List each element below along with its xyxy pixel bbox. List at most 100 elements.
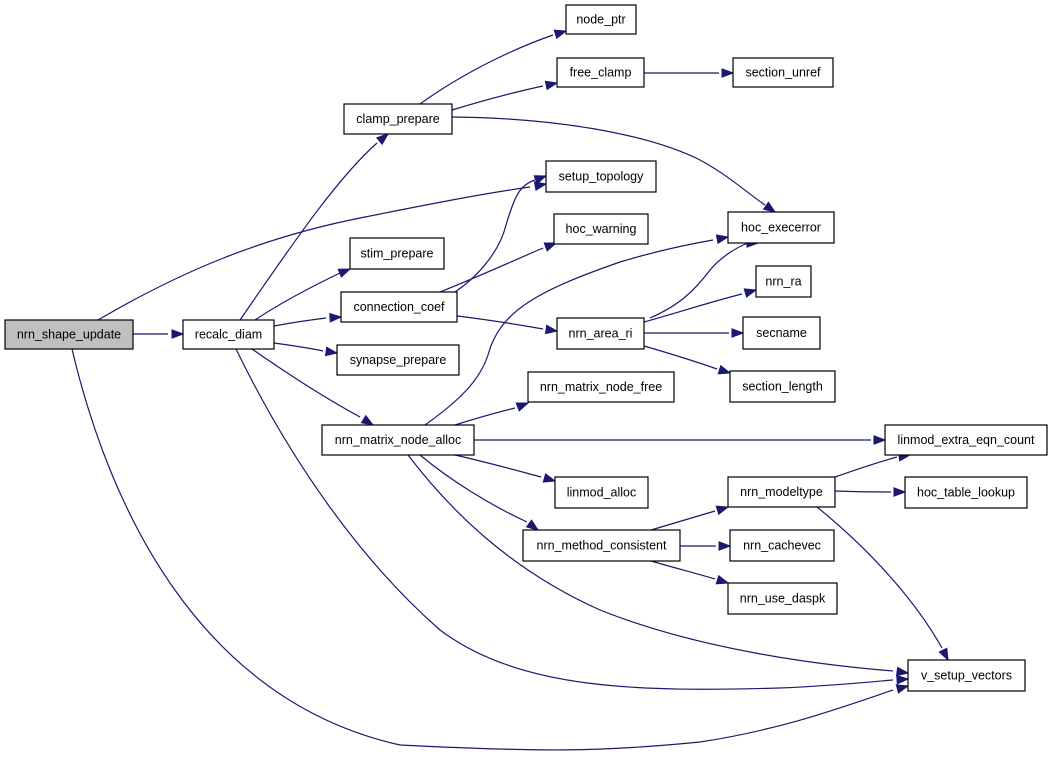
edge-line [273,317,327,327]
node-connection-coef[interactable]: connection_coef [340,291,458,323]
node-nrn-matrix-node-free[interactable]: nrn_matrix_node_free [527,371,675,403]
edge-line [834,456,898,478]
edge-line [419,34,554,105]
arrowhead [533,181,548,191]
arrowhead [895,666,910,677]
edge-nrn-method-consistent-to-nrn-cachevec [680,541,732,551]
node-label: recalc_diam [195,328,262,342]
node-synapse-prepare[interactable]: synapse_prepare [336,344,460,376]
node-linmod-alloc[interactable]: linmod_alloc [554,476,649,509]
edge-nrn-area-ri-to-section-length [643,345,732,375]
node-nrn-use-daspk[interactable]: nrn_use_daspk [727,582,838,615]
node-linmod-extra-eqn-count[interactable]: linmod_extra_eqn_count [884,424,1048,456]
edge-line [424,239,714,426]
node-nrn-cachevec[interactable]: nrn_cachevec [729,529,835,562]
arrowhead [721,68,735,78]
edge-line [239,142,378,321]
node-hoc-execerror[interactable]: hoc_execerror [727,211,835,244]
arrowhead [544,324,559,335]
edge-line [251,348,361,418]
node-hoc-table-lookup[interactable]: hoc_table_lookup [904,476,1028,509]
node-node-ptr[interactable]: node_ptr [565,4,637,35]
arrowhead [533,175,548,185]
node-label: nrn_matrix_node_free [540,380,662,394]
edge-line [649,242,749,319]
node-box [904,476,1028,509]
edge-line [643,345,718,370]
node-v-setup-vectors[interactable]: v_setup_vectors [907,659,1026,692]
node-label: nrn_area_ri [569,327,633,341]
edge-nrn-modeltype-to-linmod-extra-eqn-count [834,451,912,478]
edge-nrn-area-ri-to-hoc-execerror [649,238,760,319]
node-label: v_setup_vectors [921,669,1012,683]
node-label: synapse_prepare [350,353,447,367]
arrowhead [715,234,730,245]
edge-line [97,186,531,321]
arrowhead [553,29,568,40]
node-box [545,160,657,193]
edge-nrn-shape-update-to-setup-topology [97,181,548,321]
node-label: nrn_modeltype [740,485,823,499]
edge-line [451,116,766,206]
node-label: nrn_ra [765,275,801,289]
node-label: secname [756,326,807,340]
arrowhead [329,312,343,323]
edge-nrn-matrix-node-alloc-to-hoc-execerror [424,234,730,426]
node-box [565,4,637,35]
node-box [343,103,453,135]
node-nrn-method-consistent[interactable]: nrn_method_consistent [522,529,681,562]
arrowhead [715,505,730,516]
arrowhead [171,329,185,339]
node-label: connection_coef [353,300,445,314]
node-label: section_length [742,380,823,394]
nodes: nrn_shape_update recalc_diam setup_topolog… [4,4,1048,692]
node-box [755,265,812,298]
edge-line [419,454,528,523]
node-nrn-matrix-node-alloc[interactable]: nrn_matrix_node_alloc [321,424,475,456]
node-label: node_ptr [576,13,625,27]
node-box [4,319,134,350]
edge-line [254,272,341,321]
node-nrn-shape-update[interactable]: nrn_shape_update [4,319,134,350]
edge-line [650,510,716,531]
node-nrn-modeltype[interactable]: nrn_modeltype [727,476,836,508]
edge-recalc-diam-to-connection-coef [273,312,343,327]
node-free-clamp[interactable]: free_clamp [556,57,645,88]
node-box [729,529,835,562]
node-nrn-area-ri[interactable]: nrn_area_ri [556,317,645,350]
edge-line [650,560,716,580]
edge-connection-coef-to-hoc-warning [439,242,558,293]
node-box [727,211,835,244]
node-section-length[interactable]: section_length [729,370,836,403]
arrowhead [715,574,730,585]
edge-free-clamp-to-section-unref [644,68,735,78]
node-box [349,237,445,270]
node-secname[interactable]: secname [742,316,821,350]
node-recalc-diam[interactable]: recalc_diam [182,319,275,350]
node-section-unref[interactable]: section_unref [732,57,834,88]
node-label: stim_prepare [361,247,434,261]
node-box [727,476,836,508]
edge-clamp-prepare-to-free-clamp [451,80,559,111]
edge-nrn-matrix-node-alloc-to-nrn-matrix-node-free [454,402,530,426]
edge-connection-coef-to-setup-topology [454,175,548,293]
node-box [727,582,838,615]
arrowhead [337,268,352,278]
node-label: linmod_alloc [567,486,636,500]
node-stim-prepare[interactable]: stim_prepare [349,237,445,270]
node-hoc-warning[interactable]: hoc_warning [553,213,649,245]
edge-line [273,342,324,352]
edge-nrn-area-ri-to-secname [644,328,745,338]
node-label: hoc_table_lookup [917,486,1015,500]
edge-line [407,454,894,672]
node-label: nrn_matrix_node_alloc [335,433,461,447]
edge-nrn-matrix-node-alloc-to-linmod-alloc [454,454,557,483]
node-nrn-ra[interactable]: nrn_ra [755,265,812,298]
node-box [554,476,649,509]
arrowhead [542,473,557,483]
arrowhead [717,364,732,375]
edge-line [71,348,894,751]
node-setup-topology[interactable]: setup_topology [545,160,657,193]
node-clamp-prepare[interactable]: clamp_prepare [343,103,453,135]
edge-recalc-diam-to-stim-prepare [254,268,352,321]
